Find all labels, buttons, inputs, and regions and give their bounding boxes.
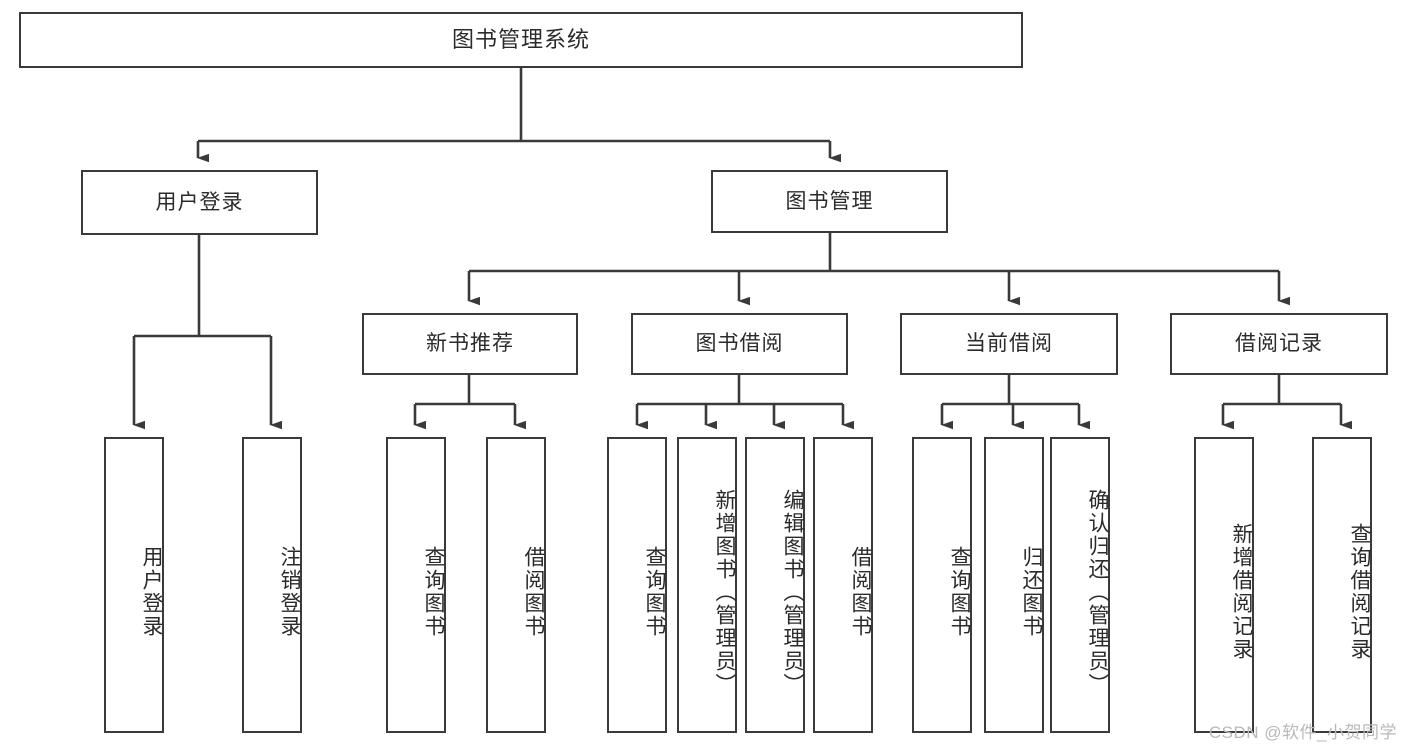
node-borrow-record[interactable]: 借阅记录 [1170,313,1388,375]
node-new-book-recommend[interactable]: 新书推荐 [362,313,578,375]
leaf-query-book-current[interactable]: 查询图书 [912,437,972,733]
node-label: 归还图书 [1020,546,1043,638]
leaf-edit-book-admin[interactable]: 编辑图书（管理员） [745,437,805,733]
node-label: 用户登录 [140,546,163,638]
leaf-borrow-book-recommend[interactable]: 借阅图书 [486,437,546,733]
leaf-add-book-admin[interactable]: 新增图书（管理员） [677,437,737,733]
node-root-system[interactable]: 图书管理系统 [19,12,1023,68]
leaf-add-borrow-record[interactable]: 新增借阅记录 [1194,437,1254,733]
leaf-confirm-return-admin[interactable]: 确认归还（管理员） [1050,437,1110,733]
node-label: 借阅记录 [1235,332,1323,356]
node-book-borrow[interactable]: 图书借阅 [631,313,848,375]
watermark: CSDN @软件_小贺同学 [1208,723,1397,742]
leaf-borrow-book[interactable]: 借阅图书 [813,437,873,733]
node-label: 编辑图书（管理员） [781,488,804,696]
node-label: 图书借阅 [695,332,784,356]
node-book-management[interactable]: 图书管理 [711,170,948,233]
node-label: 新书推荐 [426,332,514,356]
leaf-query-book-recommend[interactable]: 查询图书 [386,437,446,733]
node-label: 查询借阅记录 [1348,523,1371,661]
node-label: 图书管理 [785,189,874,213]
node-user-login[interactable]: 用户登录 [81,170,318,235]
node-label: 当前借阅 [965,332,1053,356]
node-label: 注销登录 [278,546,301,638]
node-label: 新增图书（管理员） [713,488,736,696]
node-label: 查询图书 [422,546,445,638]
leaf-user-login[interactable]: 用户登录 [104,437,164,733]
leaf-query-borrow-record[interactable]: 查询借阅记录 [1312,437,1372,733]
leaf-return-book[interactable]: 归还图书 [984,437,1044,733]
node-label: 借阅图书 [849,546,872,638]
node-current-borrow[interactable]: 当前借阅 [900,313,1118,375]
node-label: 借阅图书 [522,546,545,638]
node-label: 用户登录 [155,190,244,214]
node-label: 查询图书 [948,546,971,638]
node-label: 图书管理系统 [451,26,590,52]
leaf-logout[interactable]: 注销登录 [242,437,302,733]
leaf-query-book-borrow[interactable]: 查询图书 [607,437,667,733]
node-label: 新增借阅记录 [1230,523,1253,661]
node-label: 查询图书 [643,546,666,638]
node-label: 确认归还（管理员） [1086,488,1109,696]
